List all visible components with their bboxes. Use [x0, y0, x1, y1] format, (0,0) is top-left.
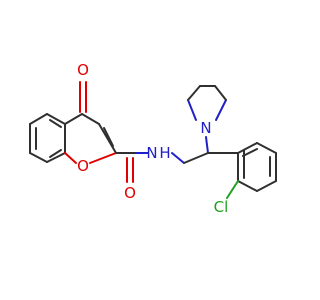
pyrrolidine-nitrogen-label: N [200, 119, 211, 137]
chloro-substituent [226, 180, 239, 199]
amide-group [115, 152, 149, 183]
ethyl-linker [171, 152, 209, 164]
amide-nitrogen-label: N [146, 144, 157, 162]
chlorophenyl-ring [207, 142, 277, 192]
pyrrolidine-ring [187, 85, 227, 154]
chlorine-label: Cl [214, 198, 229, 216]
amide-oxygen-label: O [124, 184, 136, 202]
amide-hydrogen-label: H [159, 144, 170, 162]
chromone-pyranone-ring [64, 113, 117, 164]
ring-oxygen-label: O [77, 157, 89, 175]
molecule-structure-diagram: O O O N H N Cl [29, 61, 277, 216]
chromone-benzo-ring [29, 113, 66, 163]
ketone-group [79, 81, 87, 113]
ketone-oxygen-label: O [77, 61, 89, 79]
